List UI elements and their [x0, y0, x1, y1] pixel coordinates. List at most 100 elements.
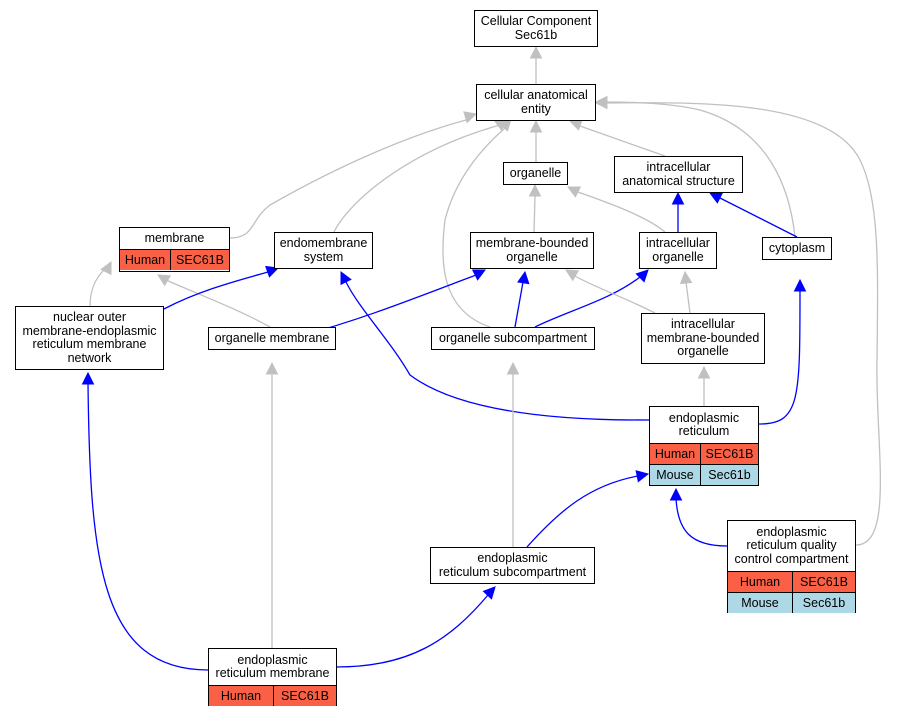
species-gene-row: Mouse Sec61b — [650, 464, 758, 485]
edge-erqc-to-cae — [594, 96, 882, 546]
edge-mbo-to-organelle — [528, 183, 542, 233]
edge-arrowhead — [679, 270, 693, 285]
node-label-line: Sec61b — [514, 27, 558, 42]
node-label-line: reticulum — [678, 424, 730, 438]
edge-er-to-imbo — [697, 365, 711, 406]
node-om[interactable]: organelle membrane — [208, 327, 336, 350]
node-label-line: system — [303, 249, 344, 264]
species-cell: Mouse — [656, 468, 694, 482]
edge-arrowhead — [529, 119, 543, 133]
edge-arrowhead — [671, 191, 685, 205]
edge-arrowhead — [265, 361, 279, 375]
node-label-line: membrane-bounded — [475, 236, 589, 250]
edge-arrowhead — [669, 487, 683, 501]
edge-erqc-to-er — [669, 487, 728, 547]
gene-cell: SEC61B — [700, 444, 758, 464]
edge-arrowhead — [568, 118, 583, 131]
node-label-line: Cellular Component — [480, 14, 592, 28]
edge-line — [719, 197, 798, 238]
node-label-line: reticulum membrane — [32, 337, 147, 351]
edge-arrowhead — [635, 269, 649, 283]
node-cytoplasm[interactable]: cytoplasm — [762, 237, 832, 260]
node-label-line: membrane-bounded — [646, 330, 760, 345]
species-cell: Human — [739, 575, 781, 589]
edge-arrowhead — [528, 183, 542, 197]
edge-imbo-to-io — [679, 270, 693, 314]
node-label: organelle membrane — [209, 328, 335, 349]
edge-arrowhead — [594, 96, 608, 110]
edges-layer — [81, 45, 882, 671]
edge-imbo-to-mbo — [565, 269, 656, 314]
edge-om-to-membrane — [157, 274, 271, 328]
node-label-line: cytoplasm — [768, 240, 826, 255]
node-label: organelle — [504, 163, 567, 184]
edge-line — [534, 276, 641, 328]
edge-arrowhead — [708, 192, 724, 204]
edge-line — [165, 279, 271, 328]
edge-arrowhead — [635, 470, 650, 483]
edge-io-to-ias — [671, 191, 685, 232]
node-label-line: intracellular — [646, 236, 710, 250]
edge-arrowhead — [697, 365, 711, 379]
edge-erm-to-nuclear — [81, 371, 209, 671]
node-label-line: nuclear outer — [53, 310, 126, 324]
edge-arrowhead — [565, 269, 580, 282]
edge-arrowhead — [506, 361, 520, 375]
node-label-line: membrane-endoplasmic — [22, 323, 157, 338]
edge-line — [685, 281, 691, 314]
edge-line — [345, 281, 650, 421]
edge-arrowhead — [471, 269, 487, 281]
node-label-line: endoplasmic — [668, 410, 740, 425]
edge-line — [514, 281, 524, 328]
edge-line — [605, 102, 882, 546]
gene-cell: Sec61b — [700, 465, 758, 485]
edge-ersub-to-er — [526, 470, 650, 548]
edge-cytoplasm-to-ias — [708, 192, 798, 238]
edge-nuclear-to-membrane — [89, 260, 112, 307]
edge-arrowhead — [517, 270, 530, 285]
node-organelle[interactable]: organelle — [503, 162, 568, 185]
edge-arrowhead — [340, 270, 352, 286]
edge-line — [574, 275, 656, 314]
edge-line — [579, 125, 666, 157]
node-os[interactable]: organelle subcompartment — [431, 327, 595, 350]
edge-line — [163, 271, 269, 310]
edge-er-to-cytoplasm — [758, 278, 807, 425]
edge-line — [675, 498, 728, 547]
edge-arrowhead — [793, 278, 807, 292]
edge-os-to-mbo — [514, 270, 530, 328]
edge-erm-to-om — [265, 361, 279, 648]
edge-arrowhead — [566, 186, 582, 198]
node-label-line: organelle — [506, 249, 558, 264]
edge-line — [758, 289, 801, 425]
node-label-line: organelle — [509, 165, 562, 180]
edge-line — [333, 124, 501, 233]
gene-cell: Sec61b — [792, 593, 855, 613]
